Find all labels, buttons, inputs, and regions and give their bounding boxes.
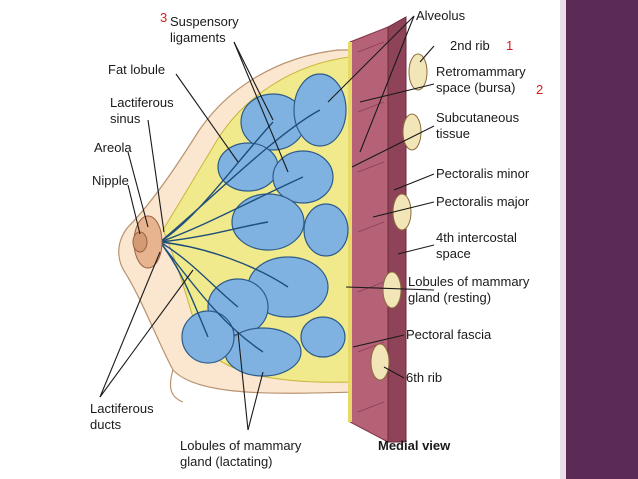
slide-accent-stripe — [560, 0, 566, 479]
label-subcutaneous-1: Subcutaneous — [436, 110, 520, 125]
label-lactiferous-ducts-2: ducts — [90, 417, 122, 432]
skin-lower-edge — [169, 369, 184, 403]
label-2nd-rib: 2nd rib — [450, 38, 490, 53]
nipple-shape — [132, 231, 148, 253]
annotation-2: 2 — [536, 82, 543, 97]
label-subcutaneous-2: tissue — [436, 126, 470, 141]
lactiferous-ducts — [159, 109, 321, 353]
leader-lines — [99, 15, 435, 431]
anatomy-diagram: Suspensory ligaments Fat lobule Lactifer… — [90, 8, 543, 469]
label-pectoralis-minor: Pectoralis minor — [436, 166, 530, 181]
label-suspensory-1: Suspensory — [170, 14, 239, 29]
label-medial-view: Medial view — [378, 438, 451, 453]
label-pectoral-fascia: Pectoral fascia — [406, 327, 492, 342]
label-areola: Areola — [94, 140, 132, 155]
label-pectoralis-major: Pectoralis major — [436, 194, 530, 209]
label-retromammary-1: Retromammary — [436, 64, 526, 79]
label-6th-rib: 6th rib — [406, 370, 442, 385]
annotation-3: 3 — [160, 10, 167, 25]
ribs — [370, 53, 428, 381]
label-fat-lobule: Fat lobule — [108, 62, 165, 77]
label-lobules-lactating-1: Lobules of mammary — [180, 438, 302, 453]
slide-accent-bar — [566, 0, 638, 479]
label-suspensory-2: ligaments — [170, 30, 226, 45]
annotation-1: 1 — [506, 38, 513, 53]
label-lobules-lactating-2: gland (lactating) — [180, 454, 273, 469]
label-intercostal-2: space — [436, 246, 471, 261]
label-lobules-resting-2: gland (resting) — [408, 290, 491, 305]
label-lobules-resting-1: Lobules of mammary — [408, 274, 530, 289]
label-lactiferous-sinus-1: Lactiferous — [110, 95, 174, 110]
label-alveolus: Alveolus — [416, 8, 466, 23]
label-nipple: Nipple — [92, 173, 129, 188]
label-lactiferous-ducts-1: Lactiferous — [90, 401, 154, 416]
label-intercostal-1: 4th intercostal — [436, 230, 517, 245]
label-retromammary-2: space (bursa) — [436, 80, 515, 95]
breast-anatomy-figure: Suspensory ligaments Fat lobule Lactifer… — [88, 2, 554, 474]
label-lactiferous-sinus-2: sinus — [110, 111, 141, 126]
